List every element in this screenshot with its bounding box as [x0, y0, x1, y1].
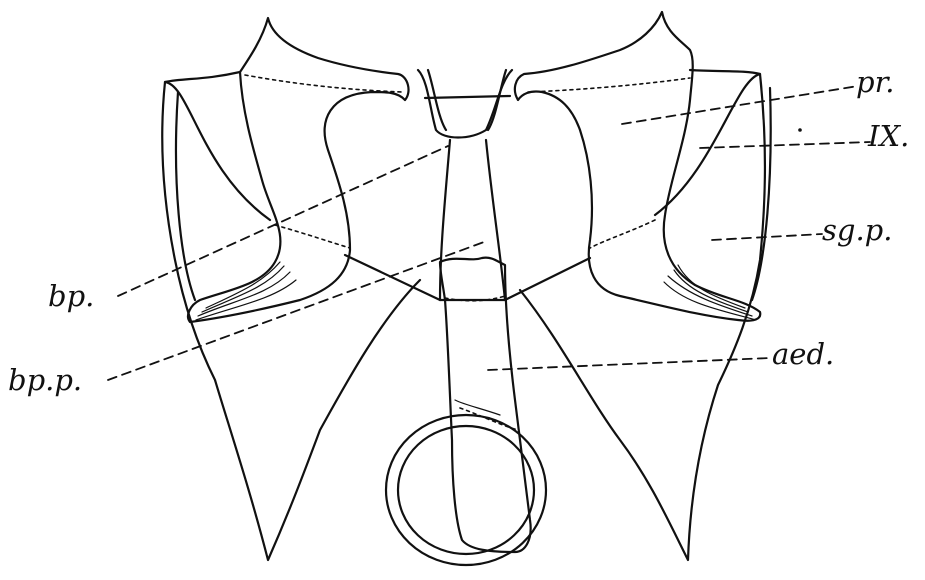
- ninth-segment-outline: [162, 70, 771, 560]
- label-ix: IX.: [867, 119, 909, 153]
- right-style-process: [515, 12, 760, 321]
- marker-dot: [798, 128, 802, 132]
- label-bpp: bp.p.: [8, 363, 82, 397]
- label-bp: bp.: [48, 279, 94, 313]
- central-bridge: [418, 70, 512, 138]
- label-aed: aed.: [772, 337, 834, 371]
- genital-ring: [386, 400, 546, 565]
- aedeagus: [440, 258, 531, 552]
- dotted-guide-lines: [245, 75, 690, 430]
- label-pr: pr.: [856, 65, 894, 99]
- labels: pr. IX. sg.p. bp. bp.p. aed.: [8, 65, 909, 397]
- label-sgp: sg.p.: [822, 213, 892, 247]
- basal-plate: [345, 140, 590, 300]
